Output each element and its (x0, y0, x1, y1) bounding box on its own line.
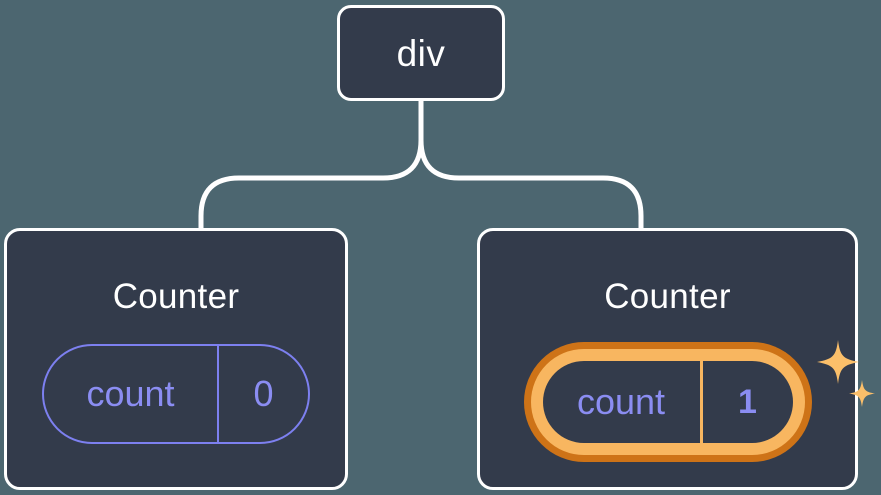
connector-right (418, 98, 644, 233)
node-counter-right[interactable]: Counter count 1 (477, 228, 875, 490)
state-key-label: count (576, 381, 666, 422)
state-value-label: 1 (738, 383, 757, 421)
sparkle-group (816, 340, 875, 407)
state-pill-right[interactable]: count 1 (542, 361, 793, 443)
connector-left (198, 98, 424, 233)
sparkle-icon (816, 340, 859, 384)
state-pill-left-wrapper: count 0 (42, 344, 310, 444)
state-pill-left-value-cell: 0 (219, 346, 308, 442)
state-pill-right-value-cell: 1 (703, 361, 793, 443)
state-value-label: 0 (253, 373, 274, 414)
state-key-label: count (86, 373, 175, 414)
node-counter-right-title: Counter (604, 277, 731, 316)
node-div[interactable]: div (337, 5, 505, 101)
node-div-label: div (396, 32, 446, 74)
state-pill-right-wrapper: count 1 (523, 340, 875, 462)
node-counter-left[interactable]: Counter count 0 (4, 228, 348, 490)
sparkle-icon (848, 380, 875, 407)
state-pill-right-key-cell: count (543, 361, 703, 443)
node-counter-left-title: Counter (112, 277, 240, 316)
state-pill-left-key-cell: count (44, 346, 219, 442)
state-pill-left[interactable]: count 0 (42, 344, 310, 444)
